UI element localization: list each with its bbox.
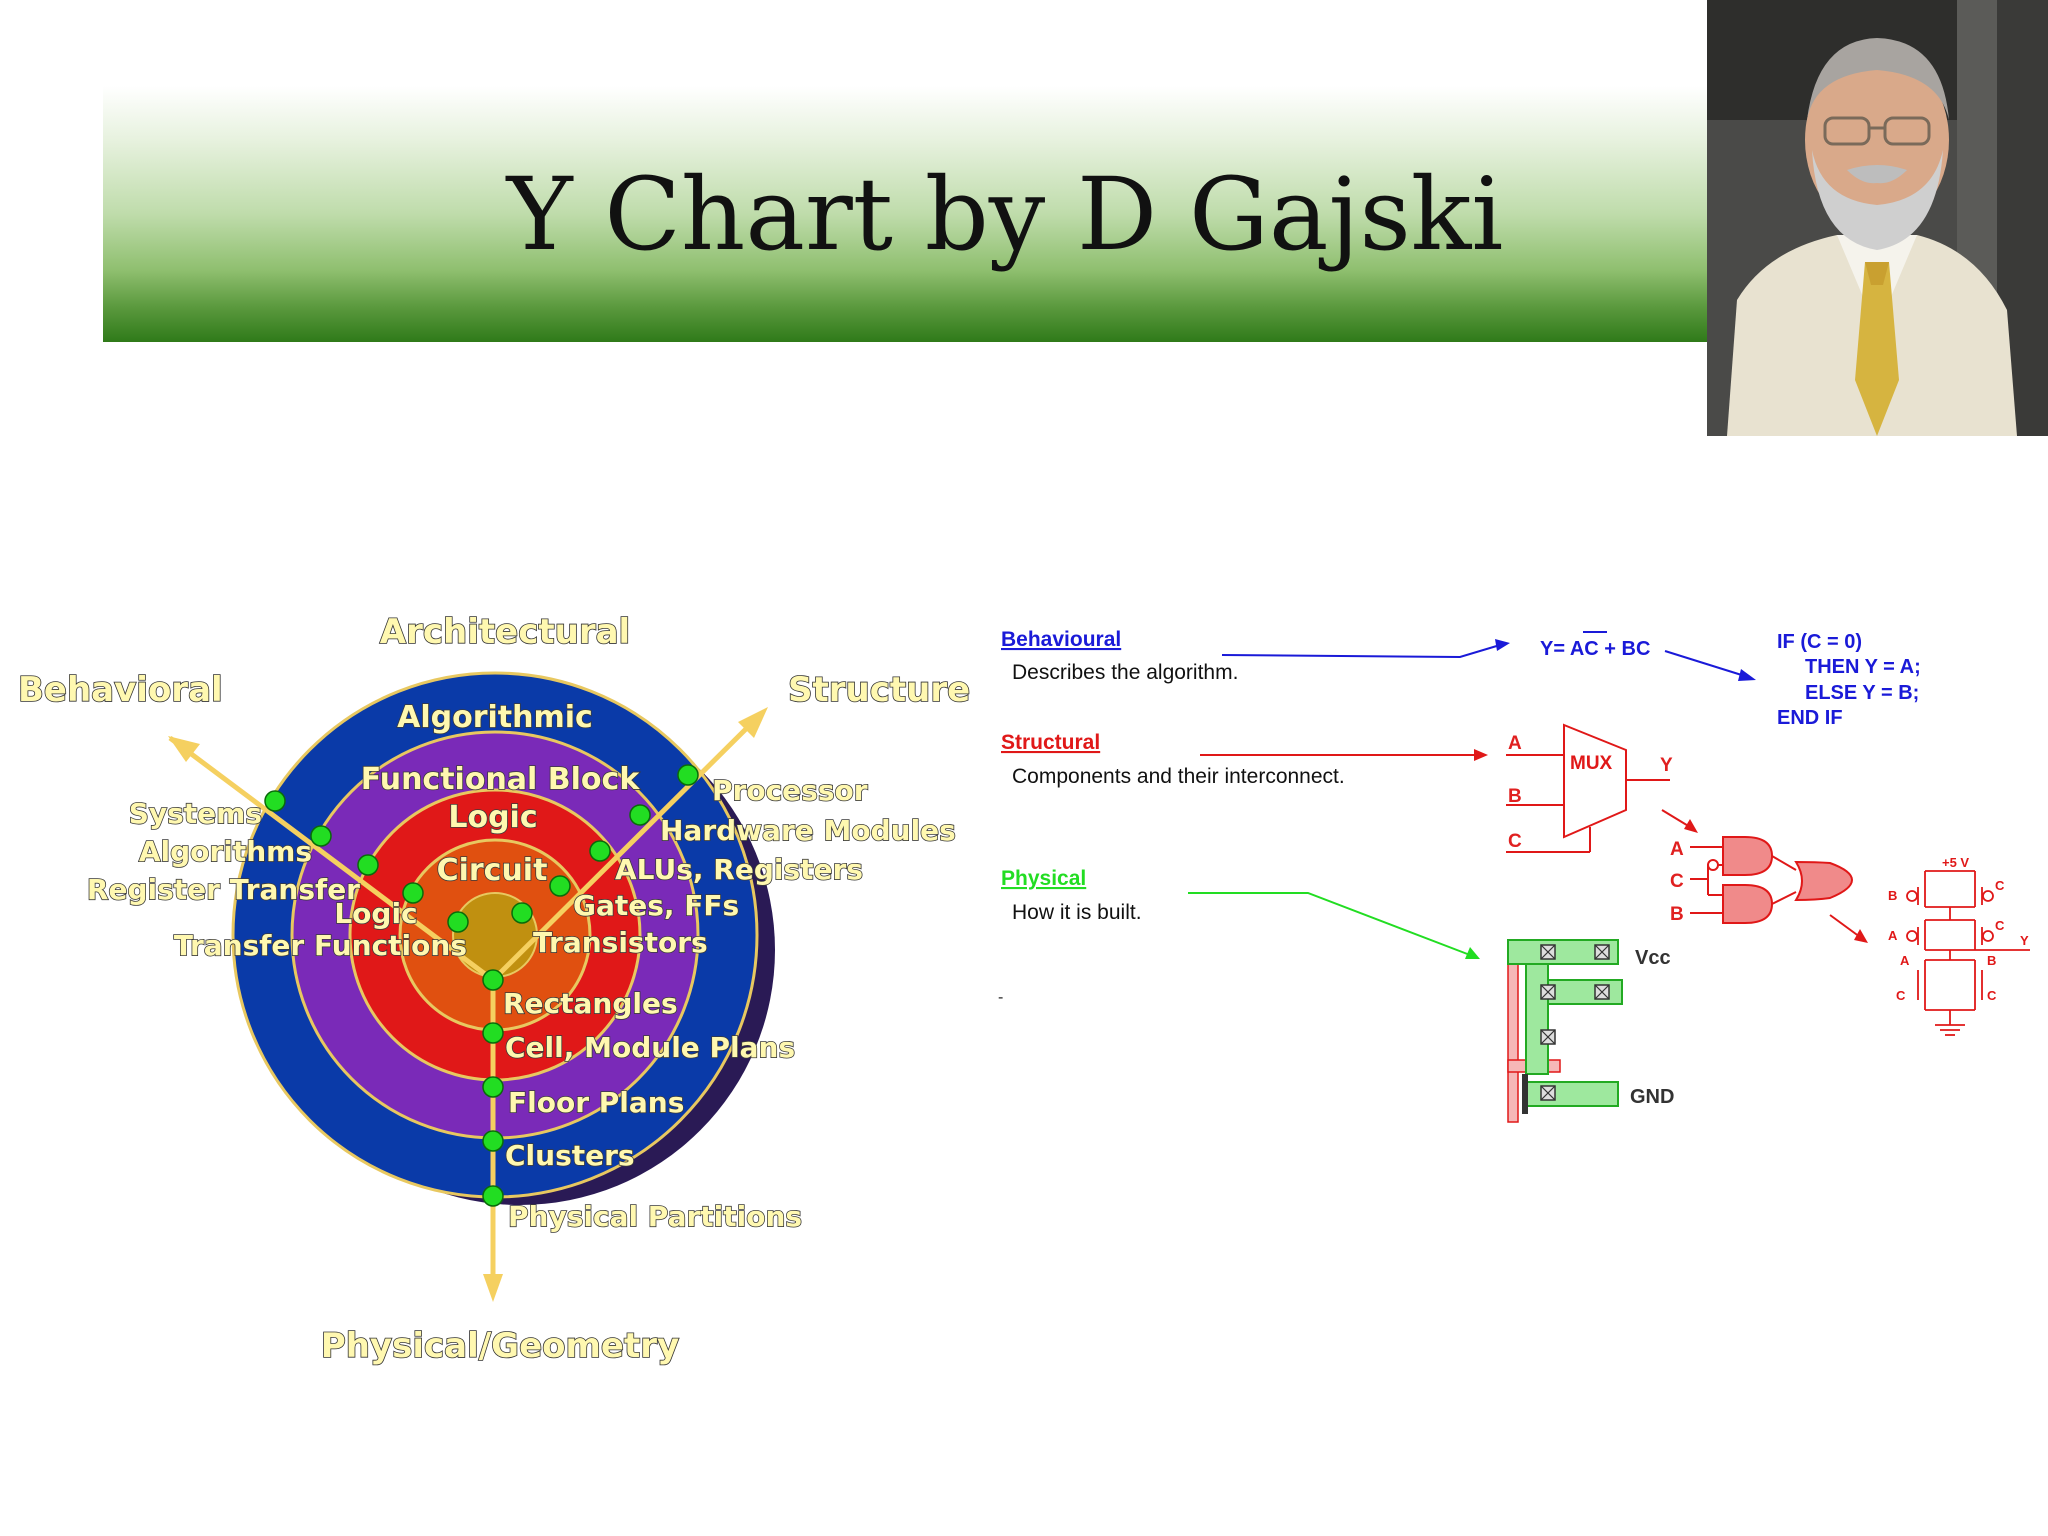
- stray-dash: -: [998, 989, 1003, 1006]
- arrow-physical: [483, 1274, 503, 1302]
- behavioural-link[interactable]: Behavioural: [1001, 628, 1121, 651]
- behavioral-item: Register Transfer: [87, 873, 360, 906]
- svg-text:IF (C = 0): IF (C = 0): [1777, 631, 1862, 653]
- behavioural-equation: Y= AC + BC: [1540, 638, 1650, 660]
- gates-to-transistors-arrowhead: [1854, 929, 1868, 943]
- axis-label-structure: Structure: [788, 670, 970, 710]
- svg-text:B: B: [1987, 953, 1996, 968]
- svg-text:END IF: END IF: [1777, 707, 1843, 729]
- physical-link[interactable]: Physical: [1001, 867, 1086, 890]
- structural-item: Processor: [712, 774, 868, 807]
- svg-text:A: A: [1888, 928, 1898, 943]
- physical-item: Physical Partitions: [508, 1200, 802, 1233]
- behavioural-arrow: [1221, 644, 1501, 659]
- mux-output-y: Y: [1660, 755, 1673, 776]
- ring-label-algorithmic: Algorithmic: [397, 700, 593, 735]
- physical-layout: [1507, 939, 1623, 1123]
- arrow-structure: [738, 707, 768, 738]
- behavioral-item: Logic: [334, 897, 417, 930]
- gate-input-c: C: [1670, 871, 1684, 892]
- equation-arrow: [1664, 650, 1749, 678]
- ring-label-functional-block: Functional Block: [361, 762, 641, 797]
- behavioural-code: IF (C = 0) THEN Y = A; ELSE Y = B; END I…: [1777, 631, 1921, 729]
- structural-item: Transistors: [533, 926, 708, 959]
- behavioral-item: Transfer Functions: [174, 929, 467, 962]
- structural-item: Hardware Modules: [660, 814, 956, 847]
- ring-label-circuit: Circuit: [437, 853, 548, 888]
- structural-link[interactable]: Structural: [1001, 731, 1100, 754]
- physical-item: Cell, Module Plans: [505, 1031, 795, 1064]
- portrait-photo: [1707, 0, 2048, 436]
- y-chart: Architectural Behavioral Structure Physi…: [17, 611, 971, 1367]
- svg-text:C: C: [1995, 878, 2005, 893]
- transistor-schematic: [1906, 870, 2030, 1036]
- title-banner: Y Chart by D Gajski: [103, 86, 1707, 342]
- mux-block: [1563, 723, 1627, 839]
- physical-arrow: [1188, 892, 1471, 956]
- mux-label: MUX: [1570, 753, 1613, 774]
- arrow-behavioral: [168, 736, 200, 762]
- svg-text:Y: Y: [2020, 933, 2029, 948]
- axis-nodes: [264, 764, 699, 1207]
- inverter-bubble: [1707, 859, 1719, 871]
- vcc-label: Vcc: [1635, 947, 1671, 969]
- svg-text:A: A: [1900, 953, 1910, 968]
- structural-arrowhead: [1474, 749, 1488, 761]
- svg-text:C: C: [1995, 918, 2005, 933]
- gate-input-a: A: [1670, 839, 1684, 860]
- gates-to-transistors-arrow: [1829, 914, 1861, 938]
- physical-item: Floor Plans: [508, 1086, 684, 1119]
- views-diagram: Behavioural Describes the algorithm. Y= …: [998, 628, 2030, 1123]
- svg-text:B: B: [1888, 888, 1897, 903]
- mux-input-c: C: [1508, 831, 1522, 852]
- mux-to-gates-arrowhead: [1684, 819, 1698, 833]
- mux-wires: [1506, 754, 1670, 853]
- mux-input-b: B: [1508, 786, 1522, 807]
- mux-input-a: A: [1508, 733, 1522, 754]
- behavioural-arrowhead: [1495, 639, 1510, 651]
- physical-item: Rectangles: [503, 987, 678, 1020]
- slide-title: Y Chart by D Gajski: [506, 156, 1504, 273]
- physical-arrowhead: [1465, 947, 1480, 959]
- gate-wires: [1690, 846, 1797, 914]
- axis-label-behavioral: Behavioral: [18, 670, 223, 710]
- structural-item: Gates, FFs: [573, 889, 739, 922]
- svg-text:C: C: [1896, 988, 1906, 1003]
- ring-label-logic: Logic: [448, 800, 537, 835]
- gnd-label: GND: [1630, 1086, 1674, 1108]
- mux-to-gates-arrow: [1661, 809, 1691, 828]
- equation-arrowhead: [1738, 669, 1756, 681]
- svg-text:C: C: [1987, 988, 1997, 1003]
- svg-text:+5 V: +5 V: [1942, 855, 1969, 870]
- axis-label-physical: Physical/Geometry: [321, 1326, 679, 1366]
- physical-desc: How it is built.: [1012, 901, 1142, 924]
- axis-label-architectural: Architectural: [380, 612, 630, 652]
- behavioural-desc: Describes the algorithm.: [1012, 661, 1238, 684]
- transistor-labels: +5 V B C A C Y A B C C: [1888, 855, 2029, 1003]
- physical-item: Clusters: [505, 1139, 635, 1172]
- structural-desc: Components and their interconnect.: [1012, 765, 1345, 788]
- behavioral-item: Systems: [129, 797, 262, 830]
- svg-text:THEN Y = A;: THEN Y = A;: [1805, 656, 1921, 678]
- svg-text:ELSE Y = B;: ELSE Y = B;: [1805, 682, 1919, 704]
- gate-input-b: B: [1670, 904, 1684, 925]
- structural-item: ALUs, Registers: [615, 853, 863, 886]
- logic-gates: [1722, 836, 1854, 924]
- behavioral-item: Algorithms: [139, 835, 312, 868]
